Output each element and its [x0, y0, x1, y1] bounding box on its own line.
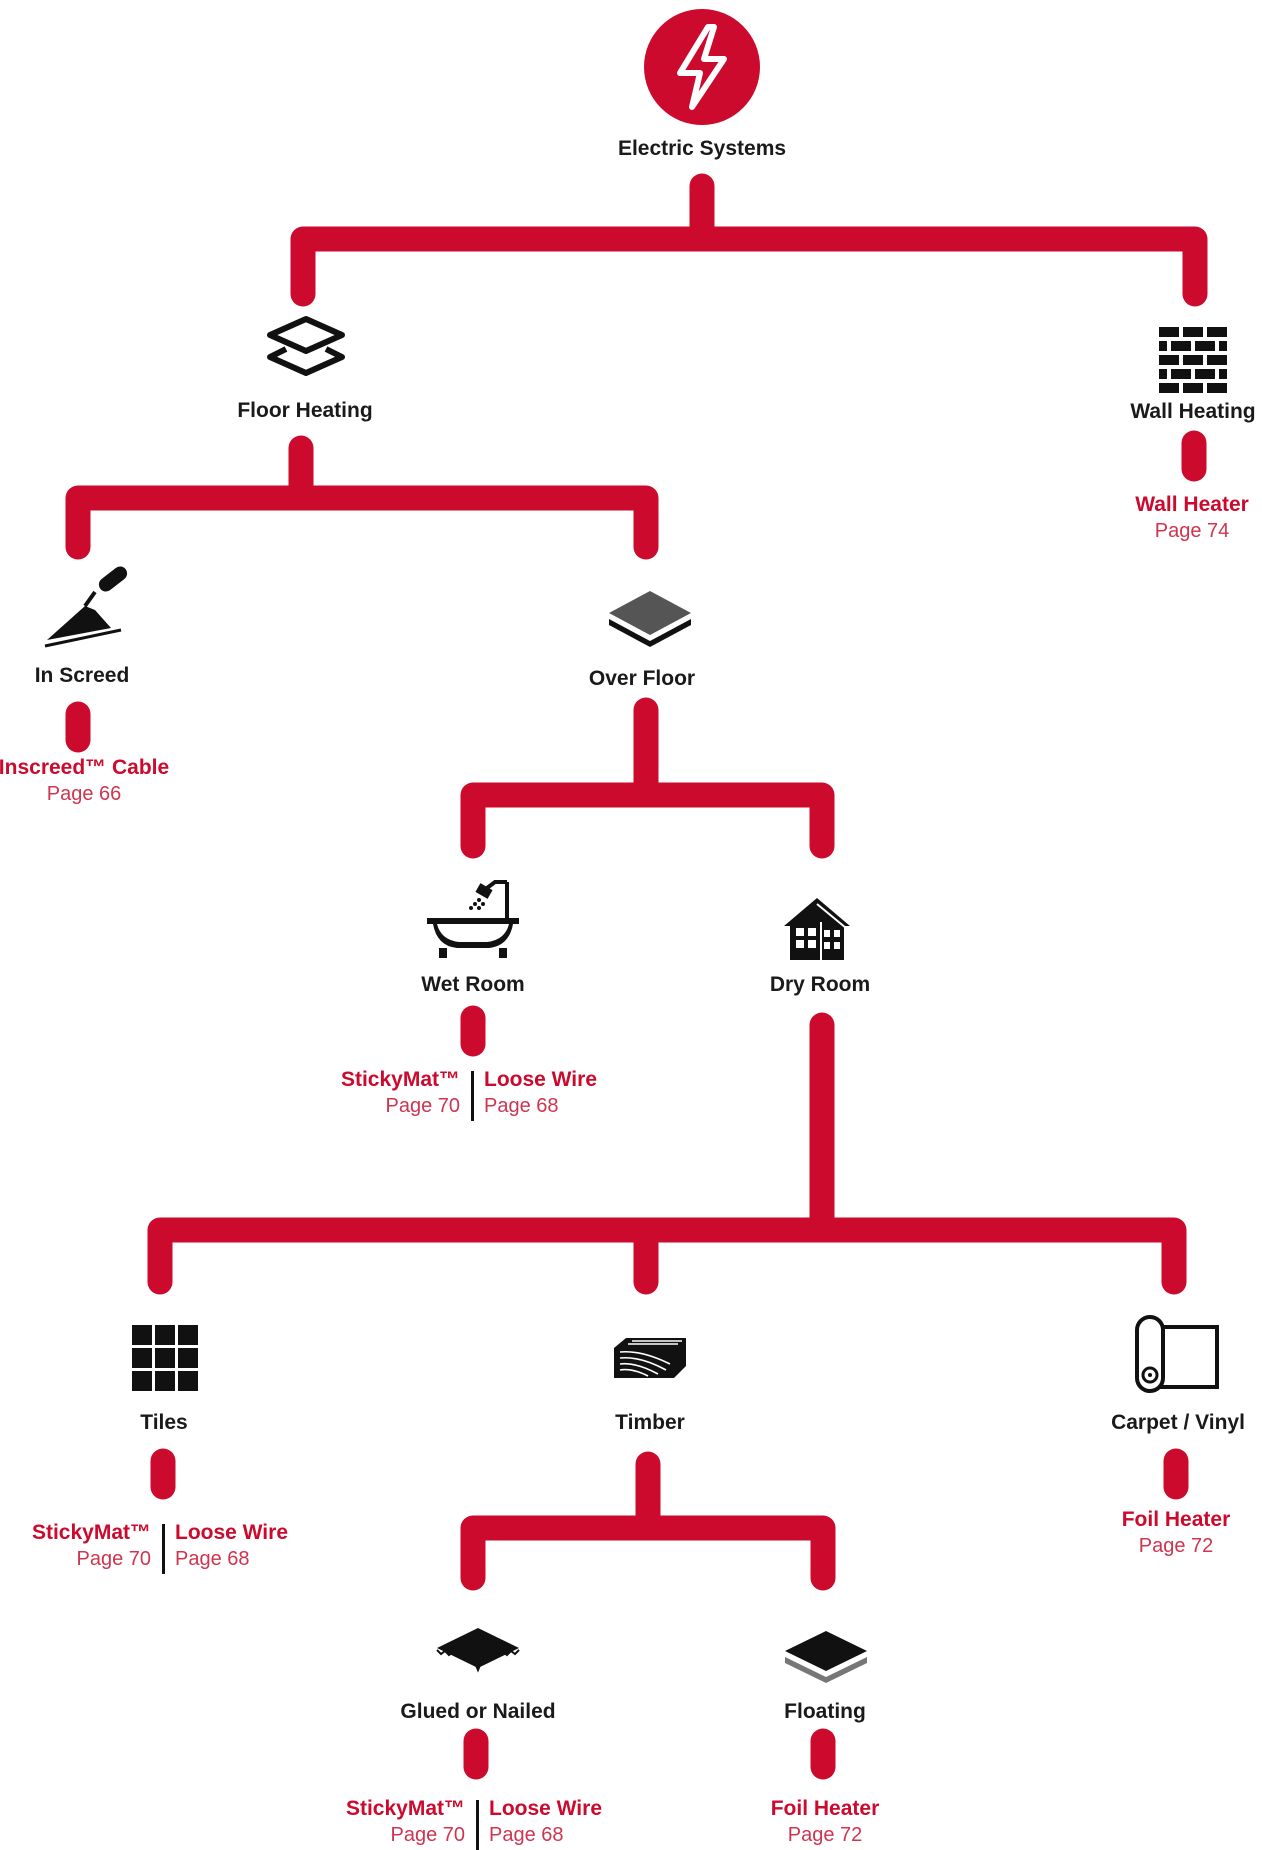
node-electric-systems: [644, 9, 760, 125]
product-foil-heater[interactable]: Foil Heater Page 72: [1122, 1507, 1231, 1559]
product-page: Page 74: [1154, 520, 1230, 542]
product-name: Wall Heater: [1135, 493, 1249, 516]
product-loose-wire[interactable]: Loose Wire Page 68: [484, 1067, 597, 1119]
product-page: Page 66: [46, 783, 122, 805]
label-dry-room: Dry Room: [769, 973, 871, 996]
trowel-icon: [44, 566, 128, 648]
product-name: Foil Heater: [770, 1797, 880, 1820]
product-name: Loose Wire: [484, 1068, 597, 1091]
label-tiles: Tiles: [140, 1411, 188, 1434]
layers-icon: [267, 316, 345, 376]
node-carpet-vinyl: [1135, 1315, 1221, 1393]
product-stickymat[interactable]: StickyMat™ Page 70: [341, 1067, 460, 1119]
connector-over-floor: [460, 697, 835, 859]
brick-wall-icon: [1159, 327, 1227, 393]
node-wet-room: [425, 876, 521, 960]
label-timber: Timber: [615, 1411, 685, 1434]
timber-plank-icon: [614, 1338, 686, 1378]
node-dry-room: [782, 896, 852, 962]
product-page: Page 72: [787, 1824, 863, 1846]
product-page: Page 68: [489, 1824, 564, 1846]
node-tiles: [132, 1325, 198, 1391]
label-wall-heating: Wall Heating: [1130, 400, 1256, 423]
product-divider: [476, 1800, 479, 1850]
lightning-bolt-icon: [644, 9, 760, 125]
node-timber: [612, 1336, 688, 1380]
product-page: Page 70: [76, 1548, 151, 1570]
product-loose-wire[interactable]: Loose Wire Page 68: [489, 1796, 602, 1848]
product-name: StickyMat™: [340, 1068, 460, 1091]
product-page: Page 68: [484, 1095, 559, 1117]
glued-floor-icon: [436, 1628, 520, 1673]
label-electric-systems: Electric Systems: [617, 137, 787, 160]
product-page: Page 68: [175, 1548, 250, 1570]
node-floor-heating: [264, 315, 348, 389]
house-icon: [784, 898, 850, 960]
label-floor-heating: Floor Heating: [237, 399, 373, 422]
node-over-floor: [605, 587, 695, 649]
product-page: Page 72: [1138, 1535, 1214, 1557]
connector-root: [290, 173, 1208, 307]
label-wet-room: Wet Room: [421, 973, 525, 996]
tile-grid-icon: [132, 1325, 198, 1391]
product-loose-wire[interactable]: Loose Wire Page 68: [175, 1520, 288, 1572]
connector-dry-room: [147, 1012, 1187, 1295]
product-name: StickyMat™: [345, 1797, 465, 1820]
product-name: Foil Heater: [1121, 1508, 1231, 1531]
label-in-screed: In Screed: [34, 664, 130, 687]
label-carpet-vinyl: Carpet / Vinyl: [1111, 1411, 1245, 1434]
product-page: Page 70: [390, 1824, 465, 1846]
connector-timber: [460, 1451, 836, 1591]
product-divider: [162, 1524, 165, 1574]
label-floating: Floating: [784, 1700, 866, 1723]
product-name: StickyMat™: [31, 1521, 151, 1544]
product-name: Loose Wire: [489, 1797, 602, 1820]
product-divider: [471, 1071, 474, 1121]
connector-floor-heating: [65, 435, 659, 560]
floating-floor-icon: [785, 1631, 867, 1683]
product-name: Loose Wire: [175, 1521, 288, 1544]
node-floating: [781, 1629, 871, 1685]
bathtub-shower-icon: [427, 880, 519, 958]
product-stickymat[interactable]: StickyMat™ Page 70: [32, 1520, 151, 1572]
product-foil-heater[interactable]: Foil Heater Page 72: [771, 1796, 880, 1848]
label-over-floor: Over Floor: [588, 667, 696, 690]
node-in-screed: [41, 566, 131, 650]
product-name: Inscreed™ Cable: [0, 756, 170, 779]
product-stickymat[interactable]: StickyMat™ Page 70: [346, 1796, 465, 1848]
floor-layer-icon: [609, 591, 691, 647]
label-glued-nailed: Glued or Nailed: [400, 1700, 556, 1723]
carpet-roll-icon: [1135, 1315, 1219, 1393]
node-glued-nailed: [433, 1624, 523, 1676]
product-wall-heater[interactable]: Wall Heater Page 74: [1135, 492, 1249, 544]
product-inscreed-cable[interactable]: Inscreed™ Cable Page 66: [0, 755, 169, 807]
product-page: Page 70: [385, 1095, 460, 1117]
node-wall-heating: [1159, 327, 1227, 393]
